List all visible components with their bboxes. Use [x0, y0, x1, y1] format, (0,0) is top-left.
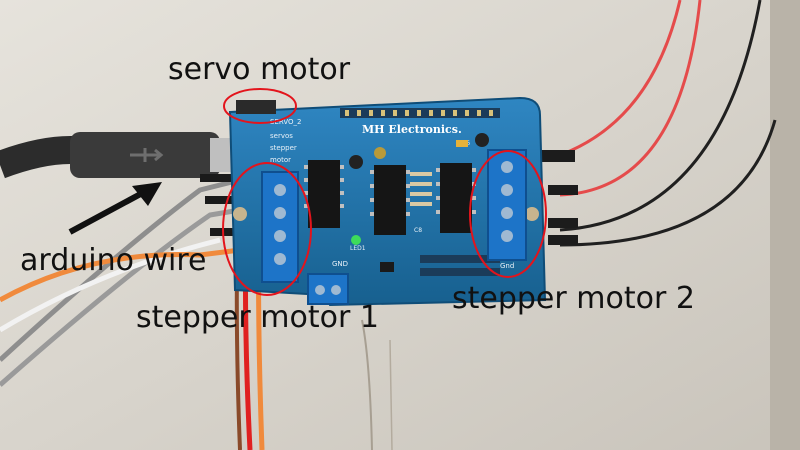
wood-crack — [361, 319, 373, 450]
status-led — [351, 235, 361, 245]
wire-black-right-1 — [559, 0, 762, 232]
usb-symbol-icon — [130, 148, 164, 162]
servo-connector — [236, 100, 276, 114]
wire-white — [0, 237, 221, 333]
wire-connector-right-4 — [548, 235, 578, 245]
board-mark-stepper: stepper — [270, 144, 297, 152]
wire-red-right-2 — [559, 0, 702, 197]
label-stepper-motor-1: stepper motor 1 — [136, 300, 379, 335]
label-stepper-motor-2: stepper motor 2 — [452, 281, 695, 316]
header-pins-top — [340, 108, 500, 118]
board-mark-c8: C8 — [414, 227, 422, 234]
wood-edge-right — [770, 0, 800, 450]
capacitor-2 — [374, 147, 386, 159]
board-brand-text: MH Electronics. — [362, 123, 462, 136]
board-mark-servos: servos — [270, 132, 293, 140]
wire-gray-2 — [0, 207, 241, 387]
stepper2-highlight-ellipse — [469, 150, 547, 278]
usb-cable — [0, 134, 201, 179]
board-mark-led1: LED1 — [350, 245, 366, 252]
ic-chip-2 — [370, 165, 410, 235]
wire-black-right-2 — [559, 119, 777, 247]
board-mark-gnd-right: Gnd — [500, 262, 514, 270]
mount-hole-right — [525, 207, 539, 221]
capacitor-1 — [349, 155, 363, 169]
header-pins-bottom — [420, 255, 500, 276]
ic-chip-3 — [436, 163, 476, 233]
board-mark-motor: motor — [270, 156, 291, 164]
board-mark-gnd: GND — [332, 260, 348, 268]
arduino-wire-arrow — [68, 182, 162, 235]
jumper — [380, 262, 394, 272]
servo-highlight-ellipse — [223, 88, 297, 124]
wood-crack-2 — [389, 339, 393, 450]
capacitor-tantalum — [456, 140, 468, 147]
capacitor-3 — [475, 133, 489, 147]
ic-chip-1 — [304, 160, 344, 228]
label-servo-motor: servo motor — [168, 52, 351, 87]
label-arduino-wire: arduino wire — [20, 243, 207, 278]
wire-orange — [0, 247, 241, 303]
terminal-block-right — [487, 149, 527, 261]
terminal-block-left — [261, 171, 299, 283]
stepper1-highlight-ellipse — [222, 162, 312, 296]
wire-connector-right-2 — [548, 185, 578, 195]
terminal-block-bottom — [307, 273, 349, 305]
resistor-array — [410, 172, 432, 206]
mount-hole-left — [233, 207, 247, 221]
wire-connector-right-1 — [540, 150, 575, 162]
wire-connector-right-3 — [548, 218, 578, 228]
board-mark-servo2: SERVO_2 — [270, 118, 301, 126]
